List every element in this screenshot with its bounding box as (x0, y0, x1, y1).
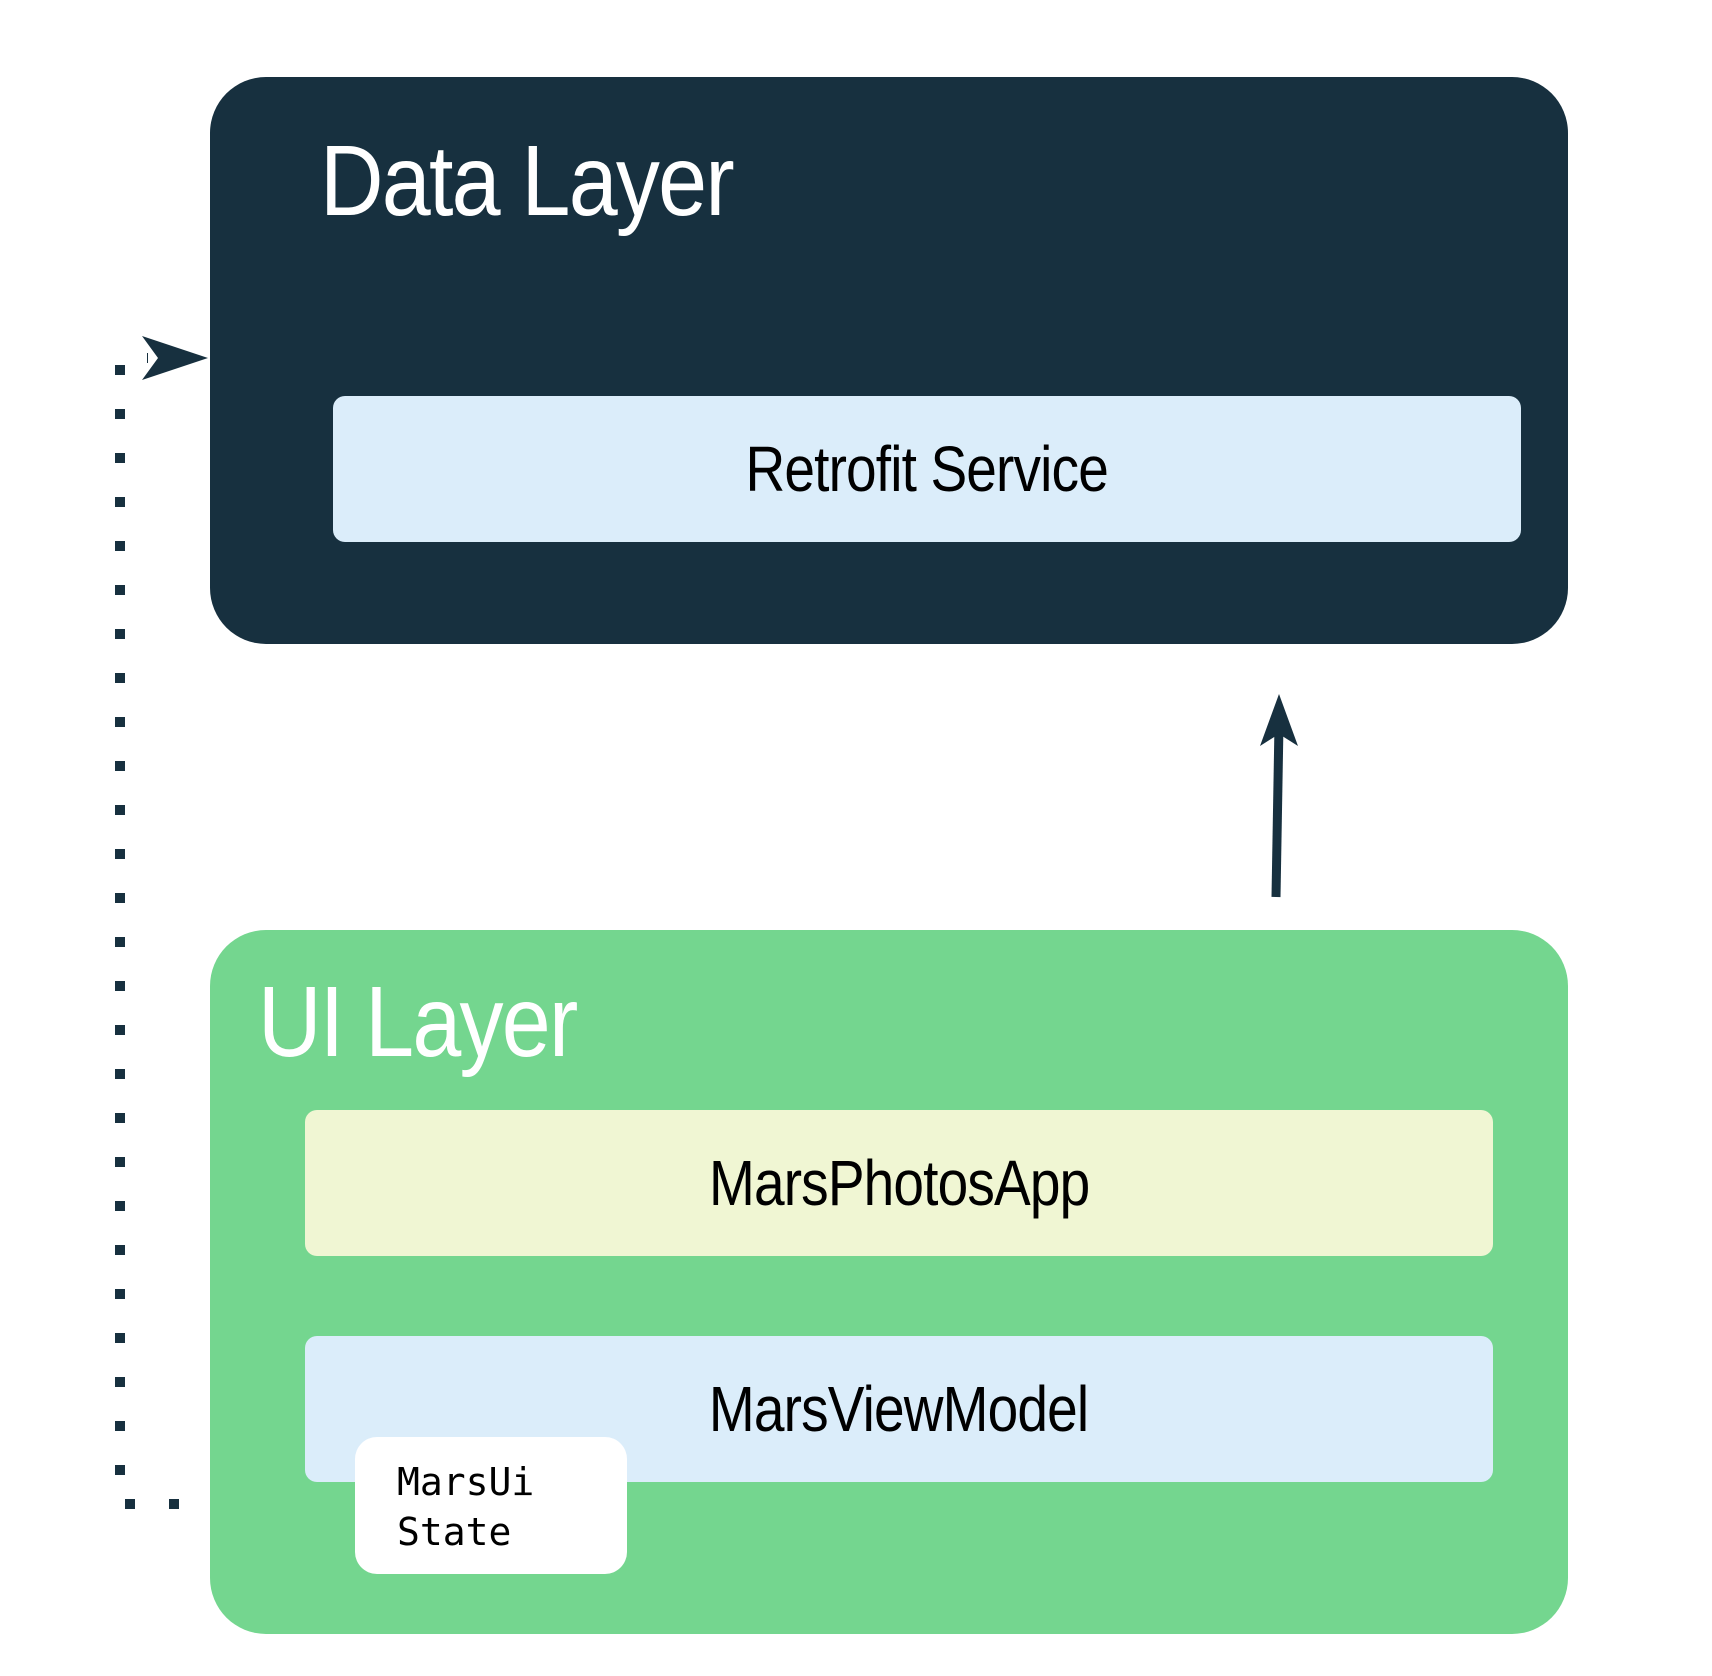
mars-ui-state-box: MarsUi State (355, 1437, 627, 1574)
mars-ui-state-label-line-1: MarsUi (397, 1460, 535, 1504)
ui-layer-title: UI Layer (258, 966, 578, 1078)
state-to-data-arrowhead (142, 336, 208, 380)
mars-ui-state-label-line-2: State (397, 1510, 512, 1554)
mars-photos-app-box: MarsPhotosApp (305, 1110, 1493, 1256)
mars-photos-app-label: MarsPhotosApp (708, 1147, 1090, 1219)
ui-layer: UI Layer MarsPhotosApp MarsViewModel (210, 930, 1568, 1634)
ui-to-data-arrowhead (1260, 694, 1298, 746)
data-layer: Data Layer Retrofit Service (210, 77, 1568, 644)
retrofit-service-label: Retrofit Service (745, 433, 1109, 505)
mars-view-model-label: MarsViewModel (709, 1373, 1089, 1445)
data-layer-title: Data Layer (320, 125, 735, 237)
ui-to-data-arrow-line (1271, 723, 1284, 898)
retrofit-service-box: Retrofit Service (333, 396, 1521, 542)
